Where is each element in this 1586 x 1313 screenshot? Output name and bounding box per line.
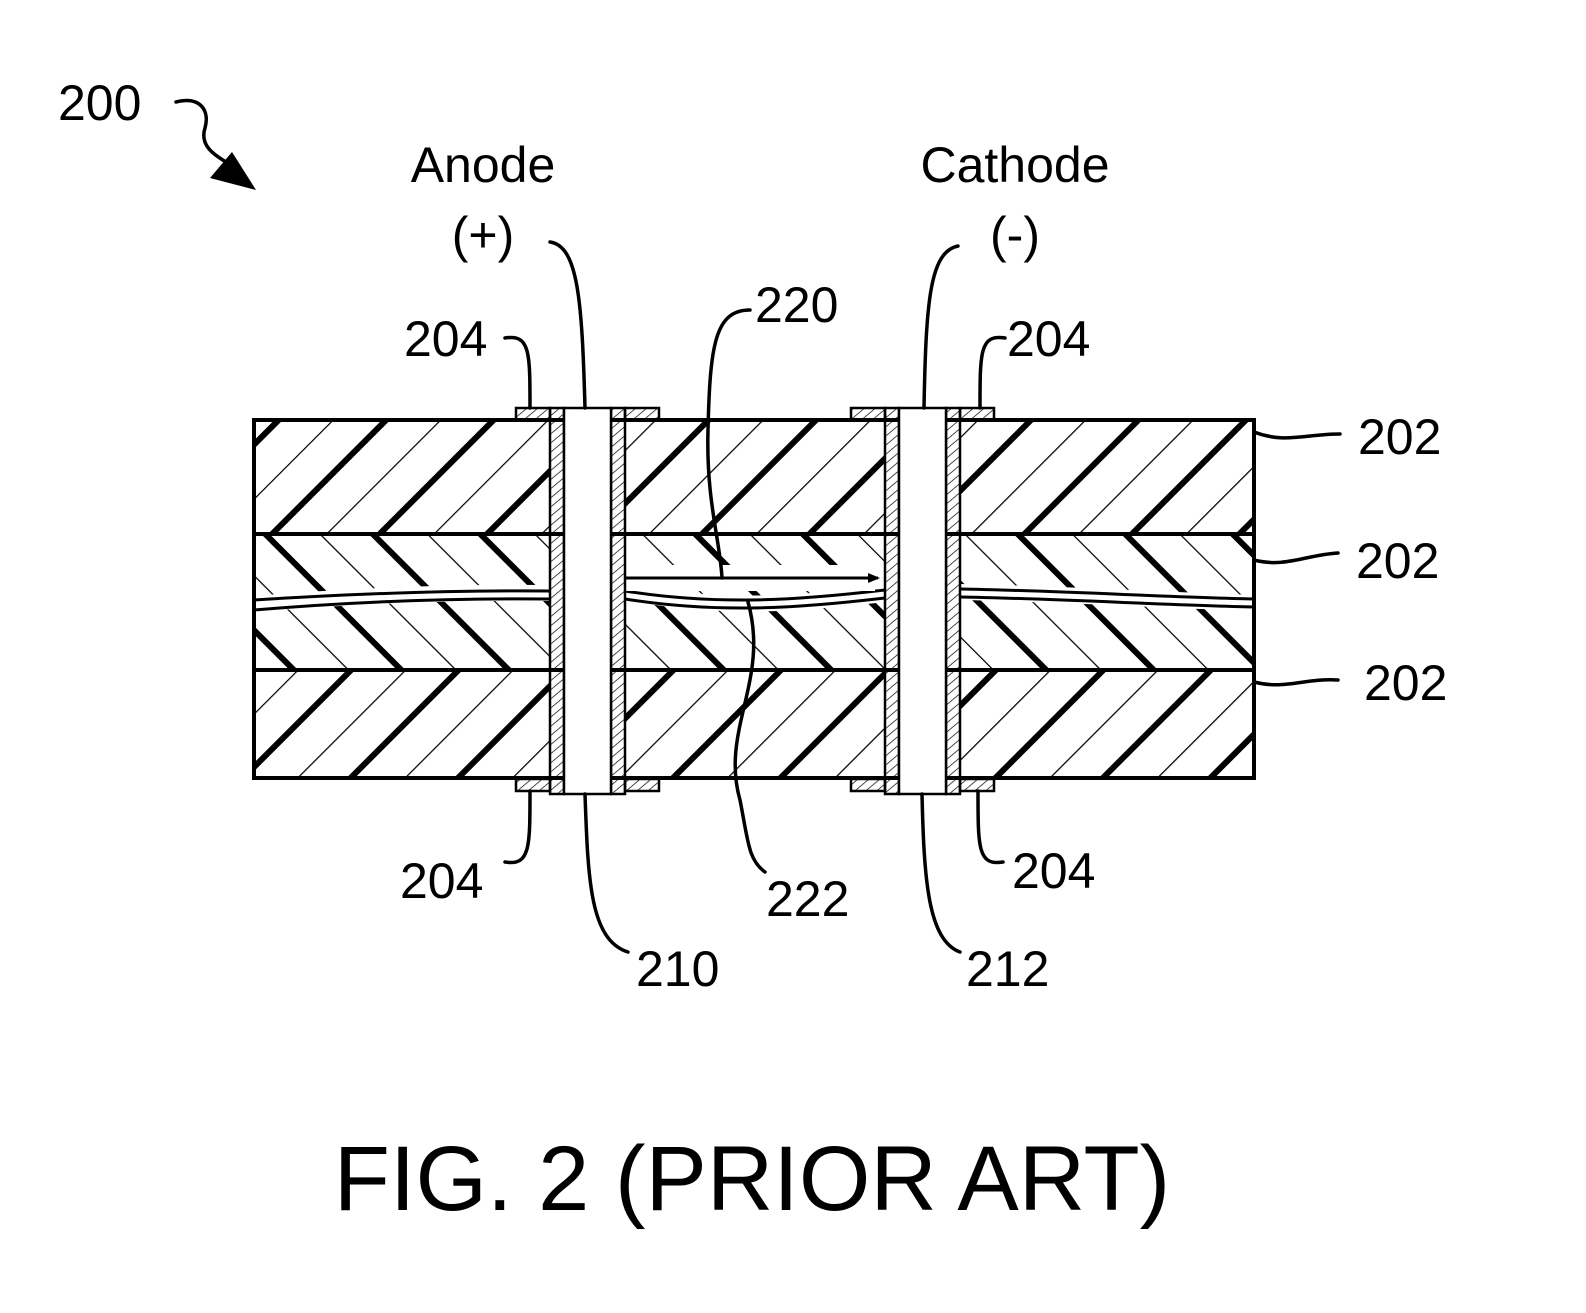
via-cathode [885, 408, 960, 794]
via-plating [885, 408, 899, 794]
via-anode [550, 408, 625, 794]
conductor-pad [851, 779, 885, 791]
conductor-pad [516, 408, 550, 420]
via-plating [550, 408, 564, 794]
label-layer-mid: 202 [1356, 533, 1439, 589]
figure-caption: FIG. 2 (PRIOR ART) [334, 1128, 1171, 1230]
conductor-pad [960, 408, 994, 420]
label-current-path: 220 [755, 277, 838, 333]
label-layer-bottom: 202 [1364, 655, 1447, 711]
conductor-pad [625, 408, 659, 420]
label-conductor-top-left: 204 [404, 311, 487, 367]
label-conductor-bottom-left: 204 [400, 853, 483, 909]
label-conductor-top-right: 204 [1007, 311, 1090, 367]
label-layer-top: 202 [1358, 409, 1441, 465]
terminal-polarity-anode: (+) [452, 207, 515, 263]
ref-label-200: 200 [58, 75, 141, 131]
terminal-name-cathode: Cathode [920, 137, 1109, 193]
via-hole [899, 408, 946, 794]
conductor-pad [851, 408, 885, 420]
label-via-anode: 210 [636, 941, 719, 997]
conductor-pad [516, 779, 550, 791]
conductor-pad [960, 779, 994, 791]
via-plating [611, 408, 625, 794]
terminal-polarity-cathode: (-) [990, 207, 1040, 263]
label-filament: 222 [766, 871, 849, 927]
layer-bottom [254, 670, 1254, 778]
label-via-cathode: 212 [966, 941, 1049, 997]
terminal-name-anode: Anode [411, 137, 556, 193]
board-layers [254, 420, 1254, 778]
layer-top [254, 420, 1254, 534]
via-hole [564, 408, 611, 794]
via-plating [946, 408, 960, 794]
label-conductor-bottom-right: 204 [1012, 843, 1095, 899]
conductor-pad [625, 779, 659, 791]
